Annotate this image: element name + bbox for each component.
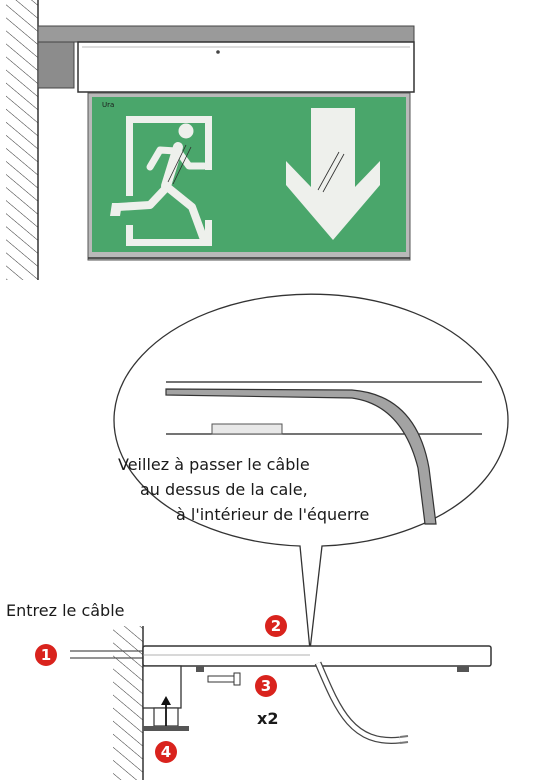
step-badge-2: 2 bbox=[265, 615, 287, 637]
wall-bracket bbox=[37, 25, 415, 89]
step-badge-4: 4 bbox=[155, 741, 177, 763]
svg-text:3: 3 bbox=[261, 677, 271, 695]
top-wall bbox=[6, 0, 39, 280]
detail-callout: Veillez à passer le câble au dessus de l… bbox=[113, 293, 509, 651]
svg-text:1: 1 bbox=[41, 646, 51, 664]
svg-text:4: 4 bbox=[161, 743, 171, 761]
status-led bbox=[216, 50, 220, 54]
running-man-icon bbox=[110, 123, 208, 241]
svg-text:2: 2 bbox=[271, 617, 281, 635]
luminaire-housing bbox=[77, 41, 415, 93]
bottom-wall bbox=[113, 626, 144, 780]
incoming-cable bbox=[70, 650, 143, 659]
wall-bracket-lower bbox=[142, 665, 189, 731]
glass-reflection bbox=[167, 144, 345, 193]
callout-line-1: Veillez à passer le câble bbox=[118, 455, 310, 474]
outgoing-cable bbox=[314, 661, 409, 744]
callout-line-2: au dessus de la cale, bbox=[140, 480, 308, 499]
step-badge-1: 1 bbox=[35, 644, 57, 666]
upward-arrow-icon bbox=[161, 696, 171, 726]
screw-icon bbox=[207, 672, 241, 686]
cable-illustration bbox=[165, 388, 437, 525]
screw-quantity: x2 bbox=[257, 709, 278, 728]
step-badge-3: 3 bbox=[255, 675, 277, 697]
door-frame-icon bbox=[126, 116, 212, 246]
cable-entry-label: Entrez le câble bbox=[6, 601, 125, 620]
brand-logo: Ura bbox=[102, 101, 114, 109]
shim-block bbox=[211, 423, 283, 435]
callout-line-3: à l'intérieur de l'équerre bbox=[176, 505, 369, 524]
exit-sign-panel: Ura bbox=[87, 92, 411, 261]
